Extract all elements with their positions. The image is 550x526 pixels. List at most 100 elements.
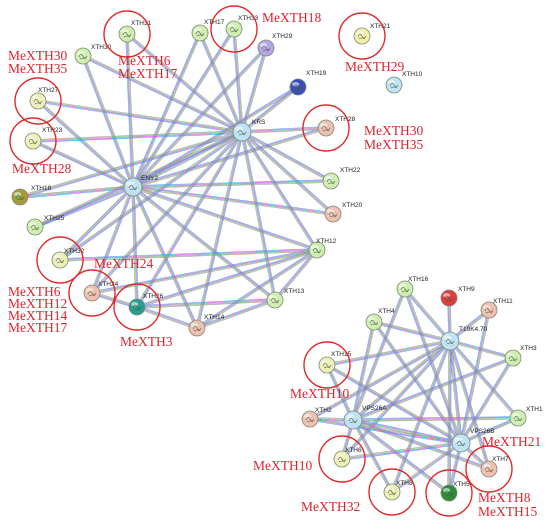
annotation-a14: MeXTH17 (8, 320, 67, 335)
node-shine (269, 294, 277, 300)
node-xth8[interactable]: XTH8 (383, 480, 413, 501)
node-vps26a[interactable]: VPS26A (343, 405, 387, 430)
node-xth4[interactable]: XTH4 (365, 308, 395, 331)
node-xth18[interactable]: XTH18 (11, 185, 52, 206)
edge-strand (136, 307, 197, 329)
node-xth13[interactable]: XTH13 (266, 288, 305, 309)
protein-structure-icon (513, 415, 523, 422)
edge-strand (91, 131, 242, 293)
edge-strand (36, 101, 133, 189)
edge-strand (137, 250, 318, 308)
edge-strand (198, 33, 242, 133)
node-xth29[interactable]: XTH29 (257, 33, 293, 57)
edge-strand (274, 249, 317, 300)
node-xth11[interactable]: XTH11 (480, 298, 513, 319)
node-xth7[interactable]: XTH7 (480, 456, 509, 478)
edge-strand (403, 289, 450, 343)
node-xth21[interactable]: XTH21 (353, 23, 391, 45)
edge-VPS26A-XTH4 (351, 321, 376, 421)
node-label: XTH32 (64, 248, 85, 255)
node-xth25[interactable]: XTH25 (26, 215, 65, 236)
node-t19k470[interactable]: T19K4.70 (440, 326, 488, 351)
edge-strand (352, 288, 405, 420)
node-xth14[interactable]: XTH14 (188, 314, 225, 337)
node-label: XTH22 (340, 167, 361, 174)
edge-T19K470-XTH15 (326, 339, 451, 367)
edge-strand (352, 321, 374, 420)
edge-strand (327, 364, 355, 420)
edge-strand (241, 132, 331, 182)
node-xth31[interactable]: XTH31 (118, 20, 152, 43)
edge-XTH26-XTH12 (136, 248, 318, 309)
node-xth12[interactable]: XTH12 (308, 238, 337, 259)
node-shine (321, 359, 329, 365)
edge-strand (20, 132, 243, 199)
highlight-circle-xth24 (68, 269, 116, 317)
edge-strand (310, 418, 462, 443)
node-xth3[interactable]: XTH3 (504, 345, 537, 367)
edge-strand (327, 341, 451, 366)
node-xth10a[interactable]: XTH10 (385, 71, 423, 94)
node-krs[interactable]: KRS (232, 119, 266, 142)
node-xth15[interactable]: XTH15 (318, 351, 352, 374)
annotation-a16: MeXTH10 (290, 386, 349, 401)
node-xth22[interactable]: XTH22 (322, 167, 361, 190)
annotation-a8: MeXTH30 (364, 123, 423, 138)
node-xth5[interactable]: XTH5 (440, 481, 470, 502)
node-xth32[interactable]: XTH32 (51, 248, 85, 269)
node-xth2[interactable]: XTH2 (301, 407, 332, 428)
node-shine (304, 413, 312, 419)
edge-strand (132, 187, 317, 252)
node-xth26[interactable]: XTH26 (128, 293, 164, 316)
node-label: XTH17 (204, 19, 225, 26)
edge-strand (136, 249, 317, 307)
edge-strand (352, 420, 489, 471)
edge-strand (450, 339, 520, 418)
node-shine (483, 463, 491, 469)
edge-strand (137, 250, 318, 309)
edge-strand (374, 321, 463, 443)
node-eny2[interactable]: ENY2 (123, 175, 158, 197)
edge-strand (133, 48, 268, 189)
node-xth23[interactable]: XTH23 (24, 127, 63, 150)
edge-strand (353, 419, 393, 492)
edge-strand (353, 289, 406, 421)
protein-structure-icon (312, 247, 322, 254)
node-shine (327, 208, 335, 214)
edge-ENY2-XTH27 (36, 99, 135, 189)
edge-strand (32, 130, 242, 141)
edge-strand (326, 339, 450, 365)
edge-strand (240, 132, 317, 251)
node-xth6[interactable]: XTH6 (333, 447, 362, 468)
protein-structure-icon (357, 33, 367, 40)
node-xth30[interactable]: XTH30 (74, 44, 112, 65)
edge-strand (327, 363, 462, 443)
node-xth9[interactable]: XTH9 (440, 286, 475, 307)
edge-strand (459, 309, 489, 443)
edge-strand (310, 417, 462, 443)
annotation-a17: MeXTH21 (482, 434, 541, 449)
node-xth33[interactable]: XTH33 (225, 15, 259, 38)
node-xth28[interactable]: XTH28 (317, 116, 356, 137)
edge-KRS-XTH18 (19, 130, 243, 199)
node-xth20[interactable]: XTH20 (324, 202, 363, 223)
node-xth27[interactable]: XTH27 (29, 87, 59, 110)
node-shine (336, 453, 344, 459)
edge-strand (404, 289, 450, 342)
node-xth16[interactable]: XTH16 (396, 276, 429, 298)
node-xth17[interactable]: XTH17 (191, 19, 225, 42)
edge-strand (326, 365, 461, 444)
node-shine (228, 23, 236, 29)
node-vps26b[interactable]: VPS26B (451, 428, 495, 453)
node-xth19[interactable]: XTH19 (289, 70, 327, 96)
edge-strand (353, 322, 376, 421)
edge-strand (450, 340, 514, 358)
edge-strand (135, 131, 242, 307)
node-label: XTH13 (284, 288, 305, 295)
edge-strand (131, 187, 275, 302)
node-xth24[interactable]: XTH24 (83, 281, 119, 302)
node-label: KRS (252, 119, 266, 126)
node-xth1[interactable]: XTH1 (509, 406, 543, 427)
node-shine (483, 304, 491, 310)
edge-strand (450, 340, 519, 418)
